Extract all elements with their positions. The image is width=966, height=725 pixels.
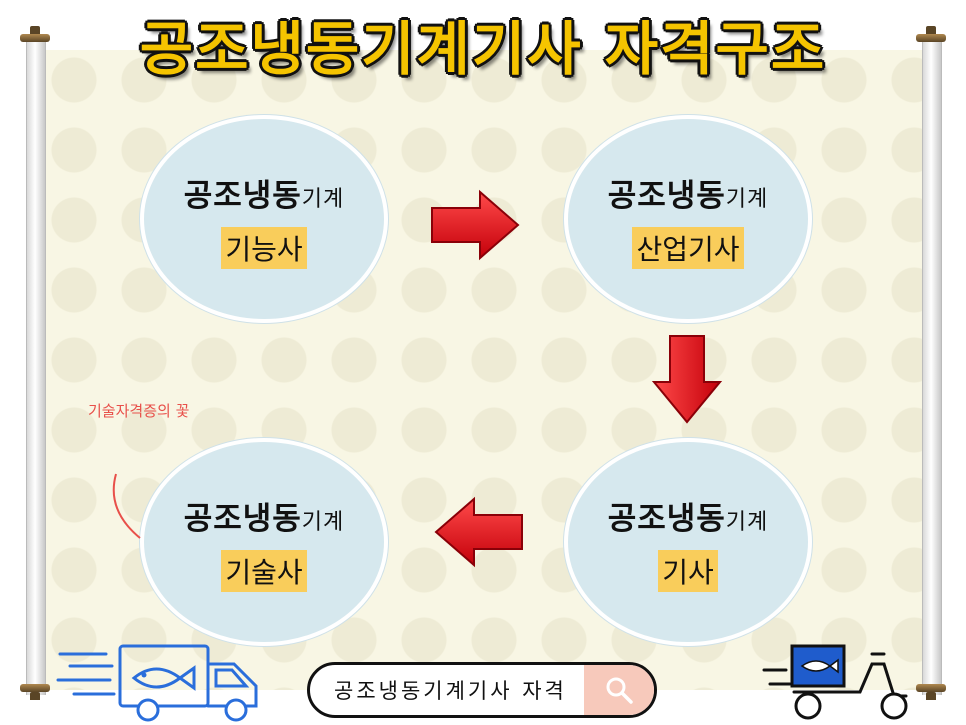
node-industrial-engineer: 공조냉동기계 산업기사	[564, 115, 812, 323]
arrow-down-icon	[651, 335, 723, 424]
node-label: 공조냉동기계	[183, 500, 345, 537]
node-label: 공조냉동기계	[607, 177, 769, 214]
scroll-rod-right	[922, 40, 942, 695]
node-label: 공조냉동기계	[183, 177, 345, 214]
fish-delivery-scooter-icon	[762, 644, 908, 720]
arrow-right-icon	[431, 189, 520, 261]
arrow-left-icon	[434, 496, 523, 568]
page-title: 공조냉동기계기사 자격구조	[139, 15, 827, 83]
scroll-knob-top-left	[20, 26, 50, 42]
scroll-rod-left	[26, 40, 46, 695]
scroll-knob-bottom-left	[20, 684, 50, 700]
node-label: 공조냉동기계	[607, 500, 769, 537]
node-grade-badge: 기능사	[221, 226, 307, 269]
search-icon	[606, 677, 633, 704]
scroll-knob-bottom-right	[916, 684, 946, 700]
scroll-knob-top-right	[916, 26, 946, 42]
node-engineer: 공조냉동기계 기사	[564, 438, 812, 646]
search-input[interactable]: 공조냉동기계기사 자격	[334, 679, 567, 703]
node-grade-badge: 기사	[658, 549, 718, 592]
node-grade-badge: 기술사	[221, 549, 307, 592]
annotation-note: 기술자격증의 꽃	[88, 402, 190, 420]
node-professional-engineer: 공조냉동기계 기술사	[140, 438, 388, 646]
node-craftsman: 공조냉동기계 기능사	[140, 115, 388, 323]
fish-delivery-truck-icon	[56, 644, 258, 722]
search-bar: 공조냉동기계기사 자격	[307, 662, 657, 718]
search-button[interactable]	[584, 665, 654, 715]
node-grade-badge: 산업기사	[632, 226, 744, 269]
annotation-bracket	[112, 473, 141, 539]
